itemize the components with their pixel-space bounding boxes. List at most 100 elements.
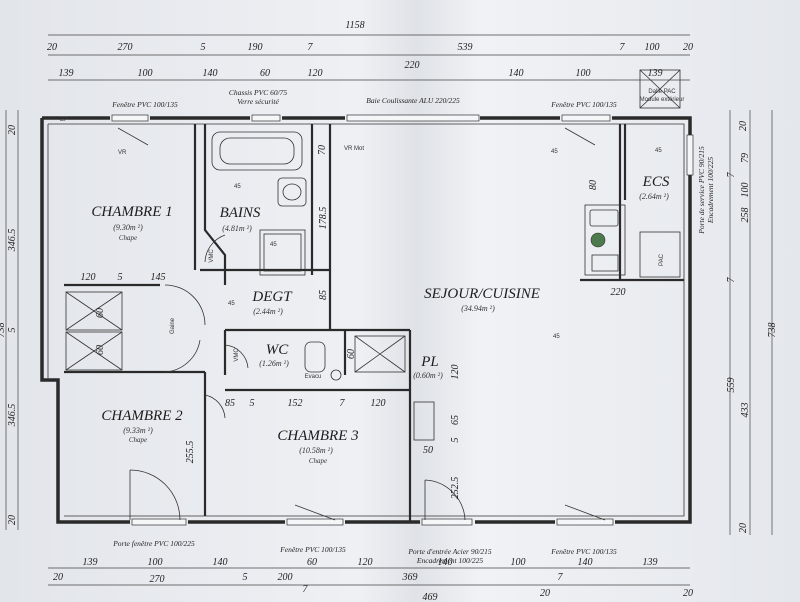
- dim-bot-r1-4: 120: [358, 557, 373, 568]
- dim-right-0: 20: [738, 121, 749, 131]
- dim-top-r1-8: 20: [683, 42, 693, 53]
- dim-bot-r2-3: 200: [278, 572, 293, 583]
- dim-bot-r1-3: 60: [307, 557, 317, 568]
- note-baie: Baie Coulissante ALU 220/225: [366, 96, 460, 105]
- dim-bot-r2-1: 270: [150, 574, 165, 585]
- dim-top-r1-4: 7: [308, 42, 314, 53]
- note-porte-entree-2: Encadrement 100/225: [416, 556, 483, 565]
- dim-right-8: 20: [738, 523, 749, 533]
- note-chassis-1: Chassis PVC 60/75: [229, 88, 288, 97]
- dim-top-r2-4: 120: [308, 68, 323, 79]
- dim-top-r1-1: 270: [118, 42, 133, 53]
- dim-left-2: 5: [7, 328, 18, 333]
- note-fenetre-ch3: Fenêtre PVC 100/135: [279, 545, 346, 554]
- label-vmc-1: VMC: [209, 249, 215, 263]
- dim-45e: 45: [551, 149, 558, 155]
- dim-45c: 45: [228, 301, 235, 307]
- dim-right-2: 7: [726, 172, 737, 178]
- kitchen-counter: [584, 204, 626, 276]
- dim-bot-r2-6: 7: [558, 572, 564, 583]
- dim-top-r2-0: 139: [59, 68, 74, 79]
- room-ecs-area: (2.64m ²): [639, 192, 669, 201]
- room-chambre2-floor: Chape: [129, 436, 147, 444]
- room-sejour-area: (34.94m ²): [461, 304, 495, 313]
- dim-right-6: 559: [726, 378, 737, 393]
- dim-bot-r2-5: 369: [402, 572, 418, 583]
- dim-top-r2-7: 100: [576, 68, 591, 79]
- label-ep: EP: [60, 117, 68, 123]
- room-pl-name: PL: [420, 354, 439, 370]
- dim-top-r2-2: 140: [203, 68, 218, 79]
- dim-right-5: 7: [726, 277, 737, 283]
- dim-bot-r1-0: 139: [83, 557, 98, 568]
- dim-ecs-80: 80: [588, 180, 599, 190]
- washbasin-icon: [277, 177, 307, 207]
- dim-ch1-60b: 60: [95, 345, 106, 355]
- windows: [111, 114, 694, 526]
- dim-degt-h: 85: [318, 290, 329, 300]
- dim-bot-r2-8: 20: [540, 588, 550, 599]
- room-bains-area: (4.81m ²): [222, 224, 252, 233]
- dim-right-total: 738: [767, 323, 778, 338]
- dim-45b: 45: [270, 242, 277, 248]
- dim-top-r1-6: 7: [620, 42, 626, 53]
- hob-icon: [590, 232, 606, 248]
- room-sejour-name: SEJOUR/CUISINE: [424, 286, 540, 302]
- dim-top-r2-1: 100: [138, 68, 153, 79]
- note-porte-service-2: Encadrement 100/225: [706, 157, 715, 224]
- dim-bains-h: 178.5: [318, 207, 329, 230]
- label-vr-mot: VR Mot: [344, 146, 364, 152]
- right-dimension-lines: 20 79 7 100 258 7 559 433 20 738: [726, 110, 778, 535]
- dim-top-r1-0: 20: [47, 42, 57, 53]
- dim-top-r2-5: 220: [405, 60, 420, 71]
- equipment-labels: PAC Evacu VR VR Mot EP VMC VMC Gaine: [60, 117, 665, 380]
- room-wc-name: WC: [266, 342, 289, 358]
- dim-top-r1-2: 5: [201, 42, 206, 53]
- room-chambre1-floor: Chape: [119, 234, 137, 242]
- note-dalle-pac-2: Module extérieur: [640, 97, 685, 103]
- dim-right-1: 79: [740, 153, 751, 163]
- dim-right-7: 433: [740, 403, 751, 418]
- label-vr-1: VR: [118, 150, 127, 156]
- bathtub-icon: [211, 131, 303, 171]
- dim-ch1-60a: 60: [95, 308, 106, 318]
- note-porte-entree-1: Porte d'entrée Acier 90/215: [407, 547, 492, 556]
- dim-left-4: 20: [7, 515, 18, 525]
- room-wc-area: (1.26m ²): [259, 359, 289, 368]
- dim-bot-r1-1: 100: [148, 557, 163, 568]
- room-bains-name: BAINS: [220, 205, 261, 221]
- dim-top-r1-7: 100: [645, 42, 660, 53]
- dim-bot-r1-5: 140: [438, 557, 453, 568]
- dim-ch1-w2: 5: [118, 272, 123, 283]
- note-fenetre-ch1: Fenêtre PVC 100/135: [111, 100, 178, 109]
- room-chambre1-area: (9.30m ²): [113, 223, 143, 232]
- dim-bot-r2-extra: 20: [683, 588, 693, 599]
- dim-ch1-w3: 145: [151, 272, 166, 283]
- dim-pl-50: 50: [423, 445, 433, 456]
- top-dimension-lines: 1158 20 270 5 190 7 539 7 100 20 139 100…: [47, 20, 693, 81]
- dim-ch3-w3: 152: [288, 398, 303, 409]
- dim-bot-r1-8: 139: [643, 557, 658, 568]
- room-pl-area: (0.60m ²): [413, 371, 443, 380]
- dim-ch3-w4: 7: [340, 398, 346, 409]
- room-degt-name: DEGT: [251, 289, 293, 305]
- dim-ch1-w1: 120: [81, 272, 96, 283]
- note-chassis-2: Verre sécurité: [237, 97, 279, 106]
- dim-ch2-h: 255.5: [185, 441, 196, 464]
- dim-45f: 45: [655, 148, 662, 154]
- dim-pl-5: 5: [450, 438, 461, 443]
- room-chambre1-name: CHAMBRE 1: [91, 204, 172, 220]
- interior-dimensions: 70 178.5 85 120 5 145 60 60 60 120 85 5 …: [81, 145, 663, 499]
- dim-right-3: 100: [740, 183, 751, 198]
- label-pac: PAC: [659, 253, 665, 266]
- room-chambre3-name: CHAMBRE 3: [277, 428, 358, 444]
- shower-tray-icon: [259, 229, 306, 276]
- dim-bot-r1-2: 140: [213, 557, 228, 568]
- dim-45d: 45: [553, 334, 560, 340]
- dim-bot-r2-2: 5: [243, 572, 248, 583]
- dim-bot-r1-6: 100: [511, 557, 526, 568]
- dim-left-0: 20: [7, 125, 18, 135]
- dim-left-total: 738: [0, 323, 7, 338]
